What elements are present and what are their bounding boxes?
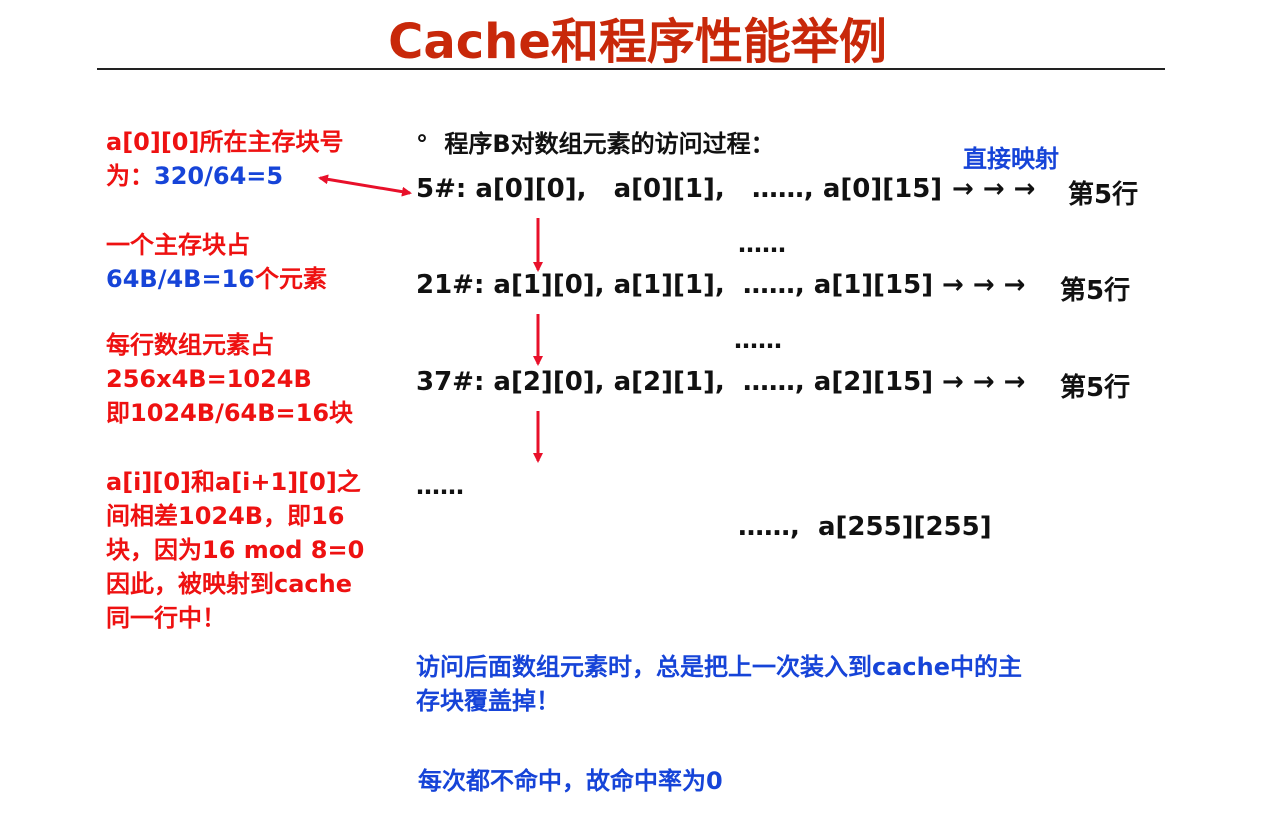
row-0-arrows: → → → <box>952 174 1036 204</box>
block-number-line1: a[0][0]所在主存块号 <box>106 128 344 156</box>
hit-rate-conclusion: 每次都不命中，故命中率为0 <box>418 767 723 795</box>
page-title: Cache和程序性能举例 <box>388 14 887 70</box>
row-1-target: 第5行 <box>1060 276 1131 306</box>
elements-value: 64B/4B=16 <box>106 265 255 293</box>
row-difference-note: a[i][0]和a[i+1][0]之 间相差1024B，即16 块，因为16 m… <box>106 465 364 635</box>
process-heading-text: 程序B对数组元素的访问过程： <box>444 130 775 158</box>
row-2-arrows: → → → <box>942 367 1026 397</box>
overwrite-line2: 存块覆盖掉！ <box>416 687 560 715</box>
ellipsis-1: …… <box>734 326 782 354</box>
row-diff-line4: 因此，被映射到cache <box>106 570 353 598</box>
row-diff-line3: 块，因为16 mod 8=0 <box>106 536 365 564</box>
elements-per-block-note: 一个主存块占 64B/4B=16个元素 <box>106 228 327 296</box>
row-diff-line1: a[i][0]和a[i+1][0]之 <box>106 468 361 496</box>
row-diff-line2: 间相差1024B，即16 <box>106 502 345 530</box>
ellipsis-0: …… <box>738 230 786 258</box>
bullet-icon: ° <box>416 130 428 158</box>
access-row-2: 37#: a[2][0], a[2][1], ……, a[2][15] <box>416 367 934 397</box>
process-heading: ° 程序B对数组元素的访问过程： <box>416 124 775 159</box>
elements-suffix: 个元素 <box>254 265 327 293</box>
last-element: ……, a[255][255] <box>738 512 992 542</box>
row-size-line2: 256x4B=1024B <box>106 365 312 393</box>
title-divider <box>97 68 1165 70</box>
row-size-note: 每行数组元素占 256x4B=1024B 即1024B/64B=16块 <box>106 328 353 430</box>
elements-line1: 一个主存块占 <box>106 231 250 259</box>
row-2-target: 第5行 <box>1060 373 1131 403</box>
block-number-note: a[0][0]所在主存块号 为：320/64=5 <box>106 125 343 193</box>
row-size-line1: 每行数组元素占 <box>106 331 274 359</box>
elements-line2: 64B/4B=16个元素 <box>106 262 327 296</box>
overwrite-line1: 访问后面数组元素时，总是把上一次装入到cache中的主 <box>416 653 1023 681</box>
row-0-target: 第5行 <box>1068 180 1139 210</box>
row-1-arrows: → → → <box>942 270 1026 300</box>
block-number-line2: 为：320/64=5 <box>106 159 343 193</box>
row-diff-line5: 同一行中！ <box>106 604 226 632</box>
mapping-label: 直接映射 <box>963 145 1059 173</box>
access-row-1: 21#: a[1][0], a[1][1], ……, a[1][15] <box>416 270 934 300</box>
block-number-value: 320/64=5 <box>154 162 284 190</box>
block-number-prefix: 为： <box>106 162 154 190</box>
overwrite-conclusion: 访问后面数组元素时，总是把上一次装入到cache中的主 存块覆盖掉！ <box>416 650 1022 718</box>
access-row-0: 5#: a[0][0], a[0][1], ……, a[0][15] <box>416 174 943 204</box>
ellipsis-2: …… <box>416 472 464 500</box>
row-size-line3: 即1024B/64B=16块 <box>106 399 354 427</box>
